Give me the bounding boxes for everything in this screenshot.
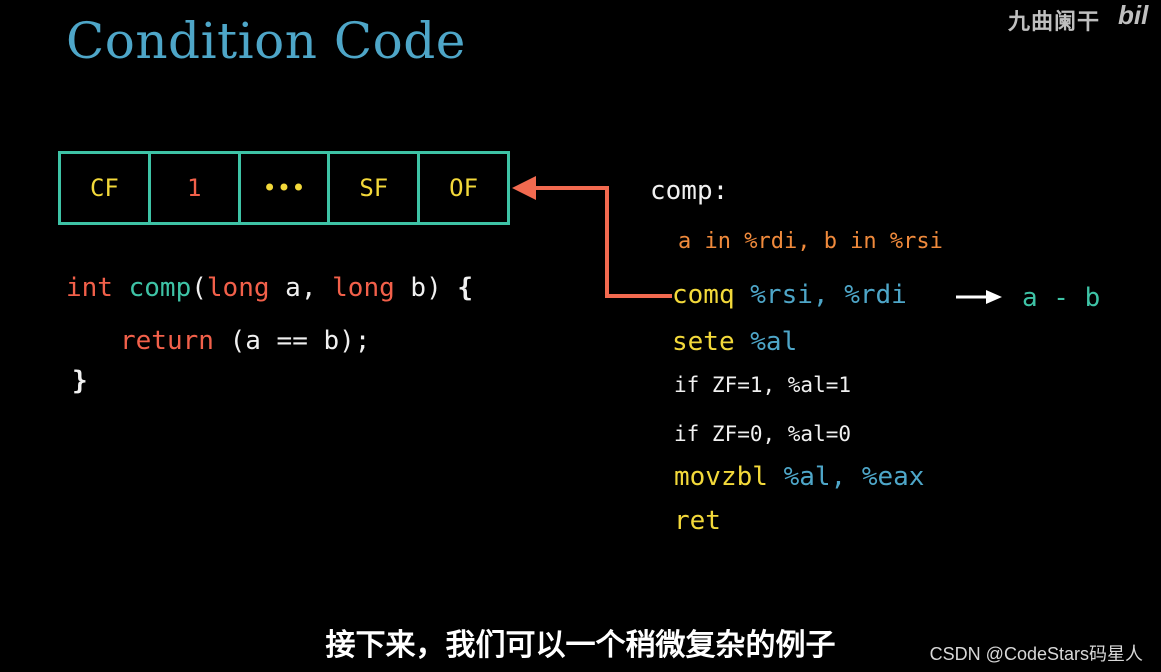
condition-flags-register: CF 1 ••• SF OF — [58, 151, 510, 225]
args-movzbl: %al, %eax — [783, 462, 925, 492]
slide-title: Condition Code — [66, 12, 466, 70]
return-expr: (a == b); — [213, 326, 371, 356]
flag-cf: CF — [61, 154, 151, 222]
kw-return: return — [120, 326, 214, 356]
flag-of: OF — [449, 174, 479, 202]
args-comq: %rsi, %rdi — [750, 280, 907, 310]
note-zf-1: if ZF=1, %al=1 — [674, 373, 852, 397]
kw-long-a: long — [206, 273, 270, 303]
asm-line-comq: comq %rsi, %rdi — [672, 280, 907, 310]
watermark-logo: bil — [1118, 0, 1149, 30]
asm-line-ret: ret — [674, 506, 721, 536]
op-movzbl: movzbl — [674, 462, 768, 492]
c-line-1: int comp(long a, long b) { — [66, 273, 473, 303]
watermark-text: 九曲阑干 — [1008, 9, 1101, 34]
asm-line-sete: sete %al — [672, 327, 797, 357]
flag-bit: 1 — [151, 154, 241, 222]
flag-ellipsis: ••• — [241, 154, 331, 222]
param-a: a, — [269, 273, 333, 303]
cmp-result: a - b — [1022, 283, 1101, 313]
asm-line-movzbl: movzbl %al, %eax — [674, 462, 924, 492]
csdn-credit: CSDN @CodeStars码星人 — [929, 644, 1143, 664]
video-subtitle: 接下来，我们可以一个稍微复杂的例子 — [325, 629, 836, 662]
kw-int: int — [66, 273, 113, 303]
note-zf-0: if ZF=0, %al=0 — [674, 422, 852, 446]
c-line-2: return (a == b); — [120, 326, 370, 356]
open-brace: { — [457, 273, 474, 303]
fn-comp: comp — [128, 273, 192, 303]
op-comq: comq — [672, 280, 735, 310]
param-b: b) — [394, 273, 458, 303]
op-sete: sete — [672, 327, 735, 357]
args-sete: %al — [750, 327, 798, 357]
asm-comment: a in %rdi, b in %rsi — [678, 229, 943, 254]
c-line-3: } — [72, 366, 88, 396]
kw-long-b: long — [332, 273, 395, 303]
lparen: ( — [191, 273, 207, 303]
asm-label: comp: — [650, 176, 729, 206]
flag-sf: SF — [330, 154, 421, 222]
